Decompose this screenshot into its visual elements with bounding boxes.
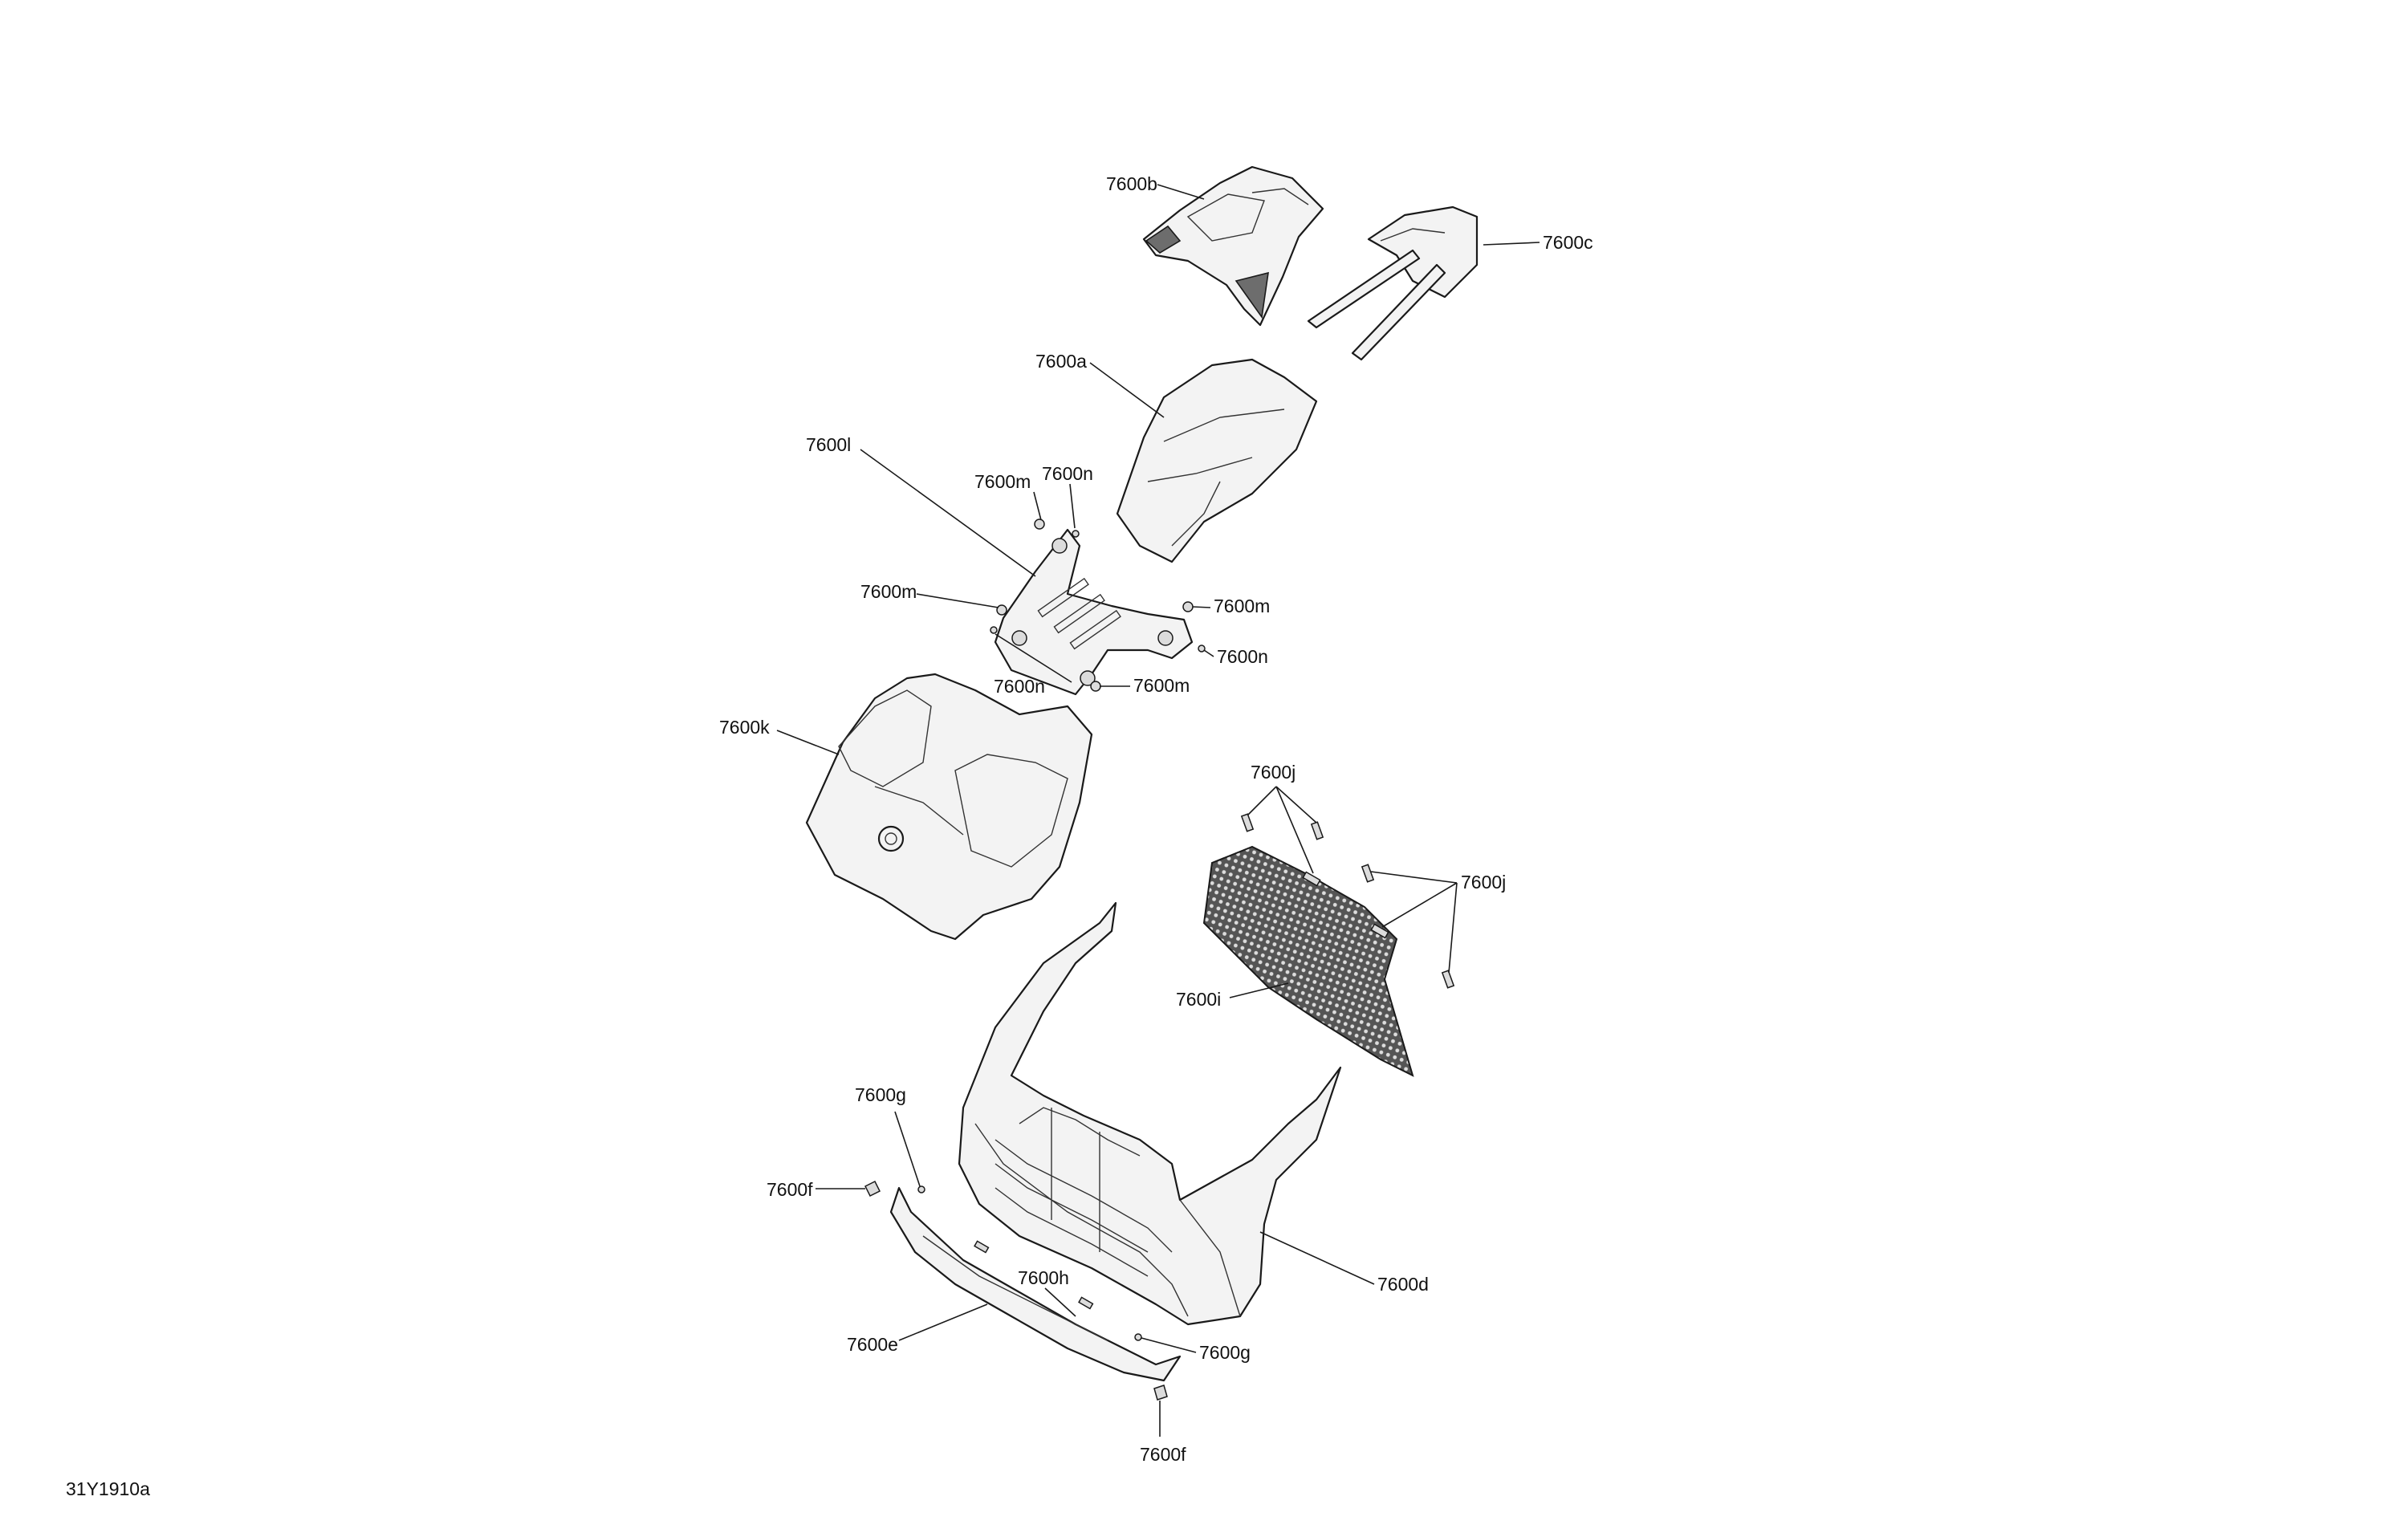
part-7600k-front-cowl	[805, 673, 1093, 941]
callout-7600j-top: 7600j	[1251, 762, 1296, 783]
callout-7600g-bottom: 7600g	[1199, 1342, 1251, 1363]
leader-lines	[776, 184, 1540, 1437]
document-id: 31Y1910a	[66, 1478, 150, 1499]
fasteners-7600m-7600n	[990, 518, 1206, 692]
callout-7600n-right: 7600n	[1217, 646, 1268, 667]
part-7600l-bracket	[994, 528, 1194, 696]
callout-7600g-top: 7600g	[855, 1084, 906, 1105]
callout-labels: 7600b 7600c 7600a 7600l 7600m 7600n 7600…	[719, 173, 1593, 1465]
callout-7600j-right: 7600j	[1461, 872, 1506, 893]
part-7600b-console-cover	[1142, 165, 1324, 327]
callout-7600h: 7600h	[1018, 1267, 1069, 1288]
callout-7600f-bottom: 7600f	[1140, 1444, 1186, 1465]
callout-7600m-bottom: 7600m	[1133, 675, 1190, 696]
callout-7600n-top: 7600n	[1042, 463, 1093, 484]
callout-7600m-left: 7600m	[860, 581, 917, 602]
callout-7600d: 7600d	[1377, 1274, 1429, 1295]
callout-7600l: 7600l	[806, 434, 851, 455]
callout-7600n-bottom: 7600n	[994, 676, 1045, 697]
part-7600d-front-bumper	[958, 901, 1342, 1326]
part-7600a-hood-top	[1116, 358, 1318, 563]
callout-7600f-left: 7600f	[767, 1179, 813, 1200]
hardware-7600f-7600g	[864, 1180, 1168, 1401]
callout-7600i: 7600i	[1176, 989, 1221, 1010]
callout-7600m-top: 7600m	[974, 471, 1031, 492]
callout-7600e: 7600e	[847, 1334, 898, 1355]
part-7600e-lower-lip	[889, 1186, 1182, 1382]
callout-7600a: 7600a	[1035, 351, 1087, 372]
clips-7600j	[1240, 813, 1455, 989]
part-7600i-grille-mesh	[1202, 845, 1414, 1077]
callout-7600m-right: 7600m	[1214, 596, 1270, 616]
callout-7600b: 7600b	[1106, 173, 1157, 194]
callout-7600k: 7600k	[719, 717, 770, 738]
part-7600c-handle-cover	[1307, 205, 1479, 361]
callout-7600c: 7600c	[1543, 232, 1593, 253]
